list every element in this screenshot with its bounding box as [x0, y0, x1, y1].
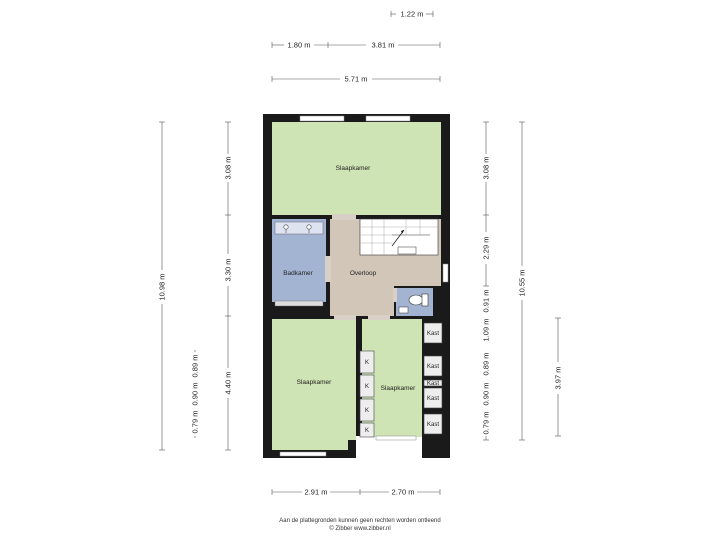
- dim-right-b: 2.29 m: [482, 237, 491, 260]
- closet-kast-2: Kast: [427, 364, 439, 370]
- room-bottom-left-bedroom: [272, 319, 356, 450]
- dim-right-a: 3.08 m: [482, 157, 491, 180]
- closet-k-1: K: [365, 360, 369, 366]
- right-closets: Kast Kast Kast Kast Kast: [423, 322, 443, 435]
- disclaimer-text: Aan de plattegronden kunnen geen rechten…: [279, 518, 441, 524]
- closet-k-2: K: [365, 384, 369, 390]
- closet-kast-1: Kast: [427, 331, 439, 337]
- dim-top-1: 1.22 m: [401, 10, 424, 19]
- dim-right-e2: 0.90 m: [482, 383, 491, 406]
- doors: [325, 214, 397, 320]
- room-labels: Slaapkamer Badkamer Overloop Slaapkamer …: [283, 165, 416, 392]
- label-bathroom: Badkamer: [283, 270, 313, 277]
- dim-top-3: 5.71 m: [345, 75, 368, 84]
- room-top-bedroom: [272, 122, 441, 215]
- dim-left-a: 3.08 m: [224, 157, 233, 180]
- dim-left-d3: 0.89 m: [191, 355, 200, 378]
- dimension-lines: 1.22 m 1.80 m 3.81 m 5.71 m 2.91 m 2.70 …: [158, 10, 563, 497]
- dim-left-d1: 0.79 m: [191, 411, 200, 434]
- closet-kast-5: Kast: [427, 422, 439, 428]
- copyright-text: © Zibber www.zibber.nl: [329, 526, 391, 532]
- dim-left-c: 4.40 m: [224, 372, 233, 395]
- bathroom-fixtures: [274, 221, 324, 307]
- label-landing: Overloop: [350, 270, 377, 277]
- toilet-icon: [398, 293, 429, 314]
- dim-right-e3: 0.79 m: [482, 412, 491, 435]
- closet-k-3: K: [365, 408, 369, 414]
- label-top-bedroom: Slaapkamer: [336, 165, 372, 172]
- closet-kast-3: Kast: [427, 381, 439, 387]
- dim-bottom-b: 2.70 m: [392, 488, 415, 497]
- dim-top-2b: 3.81 m: [372, 41, 395, 50]
- label-bottom-left-bedroom: Slaapkamer: [297, 379, 333, 386]
- dim-left-d2: 0.90 m: [191, 383, 200, 406]
- dim-left-b: 3.30 m: [224, 259, 233, 282]
- dim-right-e1: 0.89 m: [482, 353, 491, 376]
- dim-right-c: 0.91 m: [482, 290, 491, 313]
- dim-left-outer: 10.98 m: [158, 273, 167, 300]
- footer: Aan de plattegronden kunnen geen rechten…: [0, 517, 720, 533]
- dim-right-far: 3.97 m: [554, 367, 563, 390]
- dim-right-d: 1.09 m: [482, 319, 491, 342]
- dim-right-outer: 10.55 m: [518, 269, 527, 296]
- left-closets: K K K K: [359, 350, 375, 438]
- closet-kast-4: Kast: [427, 396, 439, 402]
- stairs: [359, 218, 439, 256]
- windows: [279, 115, 449, 457]
- closet-k-4: K: [365, 428, 369, 434]
- label-bottom-right-bedroom: Slaapkamer: [381, 385, 417, 392]
- dim-bottom-a: 2.91 m: [305, 488, 328, 497]
- dim-top-2a: 1.80 m: [288, 41, 311, 50]
